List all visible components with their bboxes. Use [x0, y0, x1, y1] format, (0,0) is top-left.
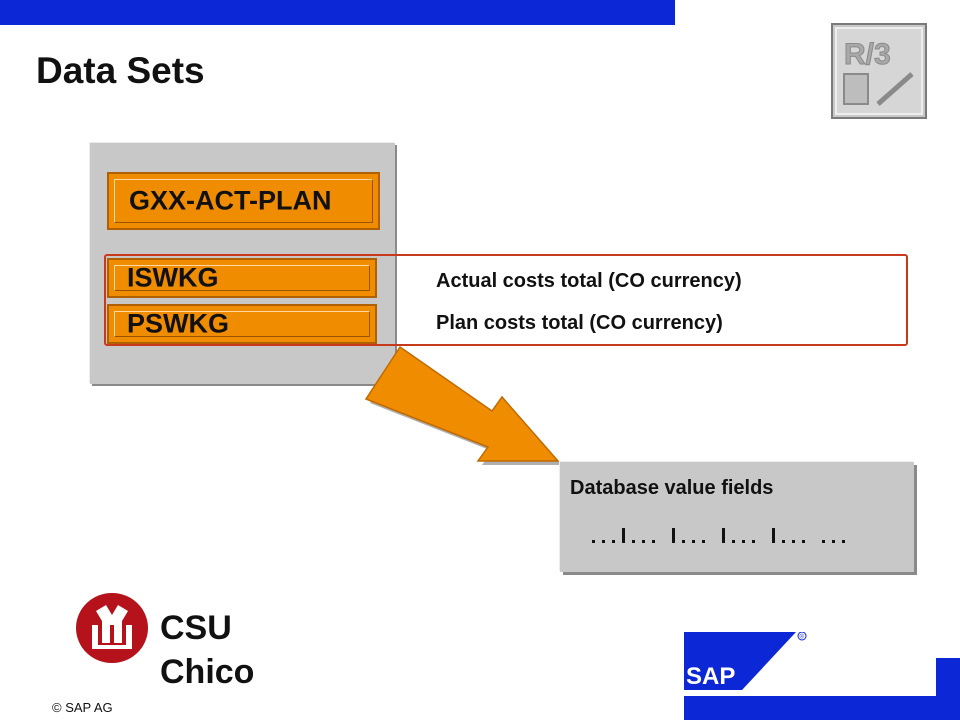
school-name-line1: CSU: [160, 609, 232, 647]
field-code: PSWKG: [127, 308, 230, 339]
data-set-name-box: GXX-ACT-PLAN: [107, 172, 380, 230]
r3-logo-icon: R/3: [831, 23, 927, 119]
copyright-text: SAP AG: [65, 700, 113, 715]
fields-highlight-frame: [104, 254, 908, 346]
school-name-line2: Chico: [160, 653, 255, 691]
field-code: ISWKG: [127, 262, 219, 293]
page-title: Data Sets: [36, 50, 205, 91]
data-set-name: GXX-ACT-PLAN: [129, 185, 332, 216]
field-description-actual: Actual costs total (CO currency): [436, 270, 742, 292]
database-panel: [560, 462, 914, 572]
database-label: Database value fields: [570, 477, 774, 499]
top-accent-bar: [0, 0, 675, 25]
field-box-iswkg: ISWKG: [107, 258, 377, 298]
copyright-notice: © SAP AG: [52, 700, 113, 715]
field-box-pswkg: PSWKG: [107, 304, 377, 344]
copyright-icon: ©: [52, 700, 62, 715]
bottom-accent-bar-horizontal: [684, 696, 960, 720]
csu-seal-icon: [76, 593, 148, 663]
registered-mark: ®: [800, 634, 805, 641]
sap-logo-icon: SAP ®: [684, 632, 807, 690]
sap-logo-text: SAP: [686, 663, 735, 690]
field-description-plan: Plan costs total (CO currency): [436, 312, 723, 334]
arrow-icon: [364, 345, 562, 465]
svg-text:R/3: R/3: [844, 38, 891, 71]
value-fields-ruler: [592, 528, 845, 543]
